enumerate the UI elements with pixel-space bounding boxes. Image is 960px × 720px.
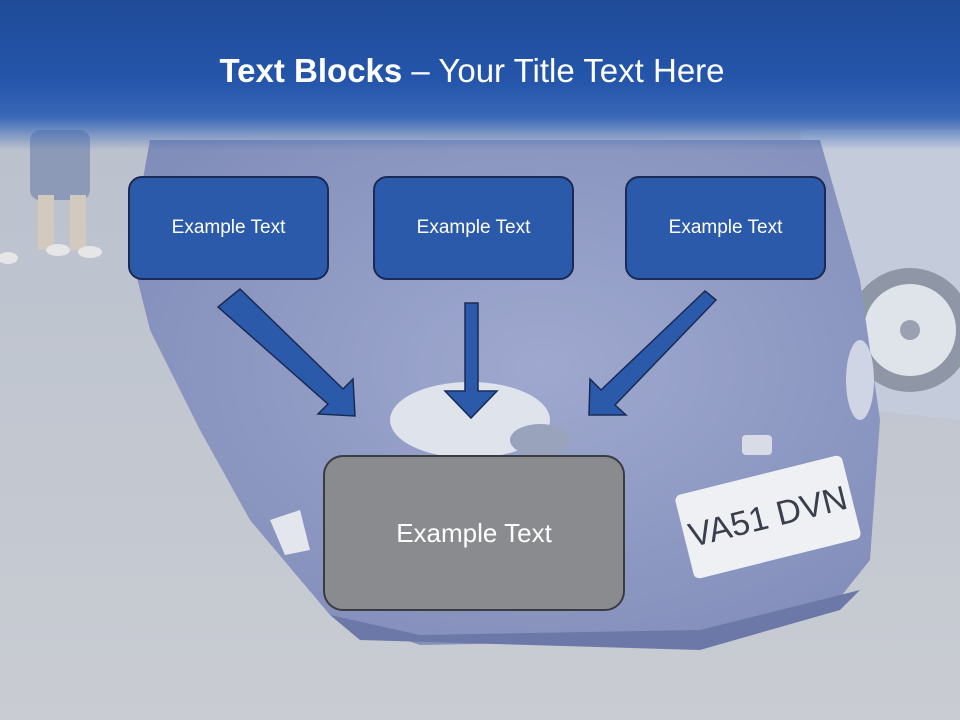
arrow-center-down xyxy=(443,302,499,420)
text-block-top-middle[interactable]: Example Text xyxy=(373,176,574,280)
title-rest: Your Title Text Here xyxy=(438,52,725,89)
text-block-top-right[interactable]: Example Text xyxy=(625,176,826,280)
text-block-top-left[interactable]: Example Text xyxy=(128,176,329,280)
arrow-left-diagonal xyxy=(216,287,356,417)
text-block-label: Example Text xyxy=(171,217,286,238)
header-band xyxy=(0,0,960,150)
text-block-label: Example Text xyxy=(396,517,552,548)
title-bold: Text Blocks xyxy=(219,52,403,89)
text-block-center[interactable]: Example Text xyxy=(323,455,625,611)
title-separator: – xyxy=(402,52,439,89)
page-title: Text Blocks – Your Title Text Here xyxy=(0,52,944,90)
silver-car xyxy=(800,130,960,420)
arrow-right-diagonal xyxy=(588,290,718,416)
text-block-label: Example Text xyxy=(668,217,783,238)
text-block-label: Example Text xyxy=(416,217,531,238)
